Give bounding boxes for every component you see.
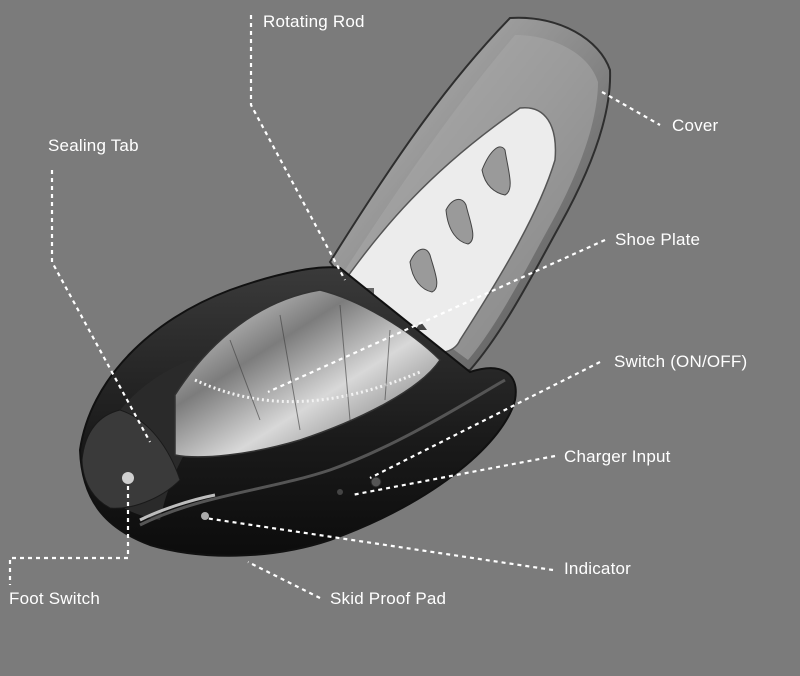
label-switch: Switch (ON/OFF) — [614, 352, 748, 371]
label-sealing-tab: Sealing Tab — [48, 136, 139, 155]
leader-shoe-plate — [267, 238, 606, 394]
label-rotating-rod: Rotating Rod — [263, 12, 365, 31]
leader-sealing-tab — [50, 170, 151, 443]
leader-charger-input — [351, 454, 556, 497]
label-foot-switch: Foot Switch — [9, 589, 101, 608]
leader-skid-proof-pad — [247, 561, 321, 599]
leader-indicator — [204, 516, 554, 572]
charger-port — [337, 489, 343, 495]
leader-rotating-rod — [249, 15, 346, 281]
foot-switch-part — [81, 409, 216, 522]
foil-bag — [174, 289, 441, 458]
label-cover: Cover — [672, 116, 719, 135]
label-indicator: Indicator — [564, 559, 632, 578]
label-skid-proof-pad: Skid Proof Pad — [330, 589, 447, 608]
label-charger-input: Charger Input — [564, 447, 671, 466]
leader-foot-switch — [8, 486, 130, 585]
leader-cover — [601, 91, 661, 126]
switch-button — [370, 476, 382, 488]
indicator-light — [201, 512, 209, 520]
leader-lines — [8, 15, 661, 599]
leader-switch — [369, 361, 601, 479]
label-shoe-plate: Shoe Plate — [615, 230, 701, 249]
